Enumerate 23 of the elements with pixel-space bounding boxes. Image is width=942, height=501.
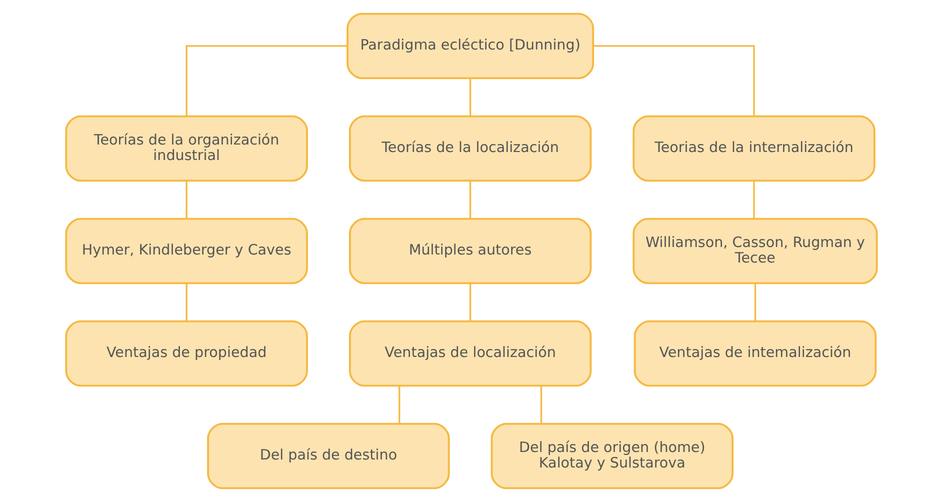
connector	[468, 78, 471, 116]
connector	[592, 44, 754, 116]
connector	[754, 282, 756, 321]
node-box: Ventajas de intemalización	[633, 320, 876, 386]
connector	[468, 282, 471, 321]
connector	[185, 44, 347, 116]
connector	[752, 180, 754, 218]
node-box: Múltiples autores	[348, 217, 592, 284]
node-box: Del país de origen (home) Kalotay y Sulstarova	[490, 422, 734, 489]
node-box: Hymer, Kindleberger y Caves	[64, 217, 308, 284]
node-box: Teorías de la organización industrial	[64, 114, 308, 182]
node-box: Teorias de la internalización	[632, 114, 875, 182]
connector	[540, 385, 542, 424]
node-box: Del país de destino	[206, 422, 450, 489]
node-box: Teorías de la localización	[348, 114, 592, 182]
node-box: Ventajas de propiedad	[64, 320, 308, 386]
node-box: Williamson, Casson, Rugman y Tecee	[632, 217, 878, 284]
node-box: Ventajas de localización	[348, 320, 592, 386]
connector	[185, 282, 187, 321]
connector	[468, 180, 471, 218]
connector	[185, 180, 187, 218]
connector	[398, 385, 400, 424]
node-box: Paradigma ecléctico [Dunning)	[346, 12, 594, 79]
